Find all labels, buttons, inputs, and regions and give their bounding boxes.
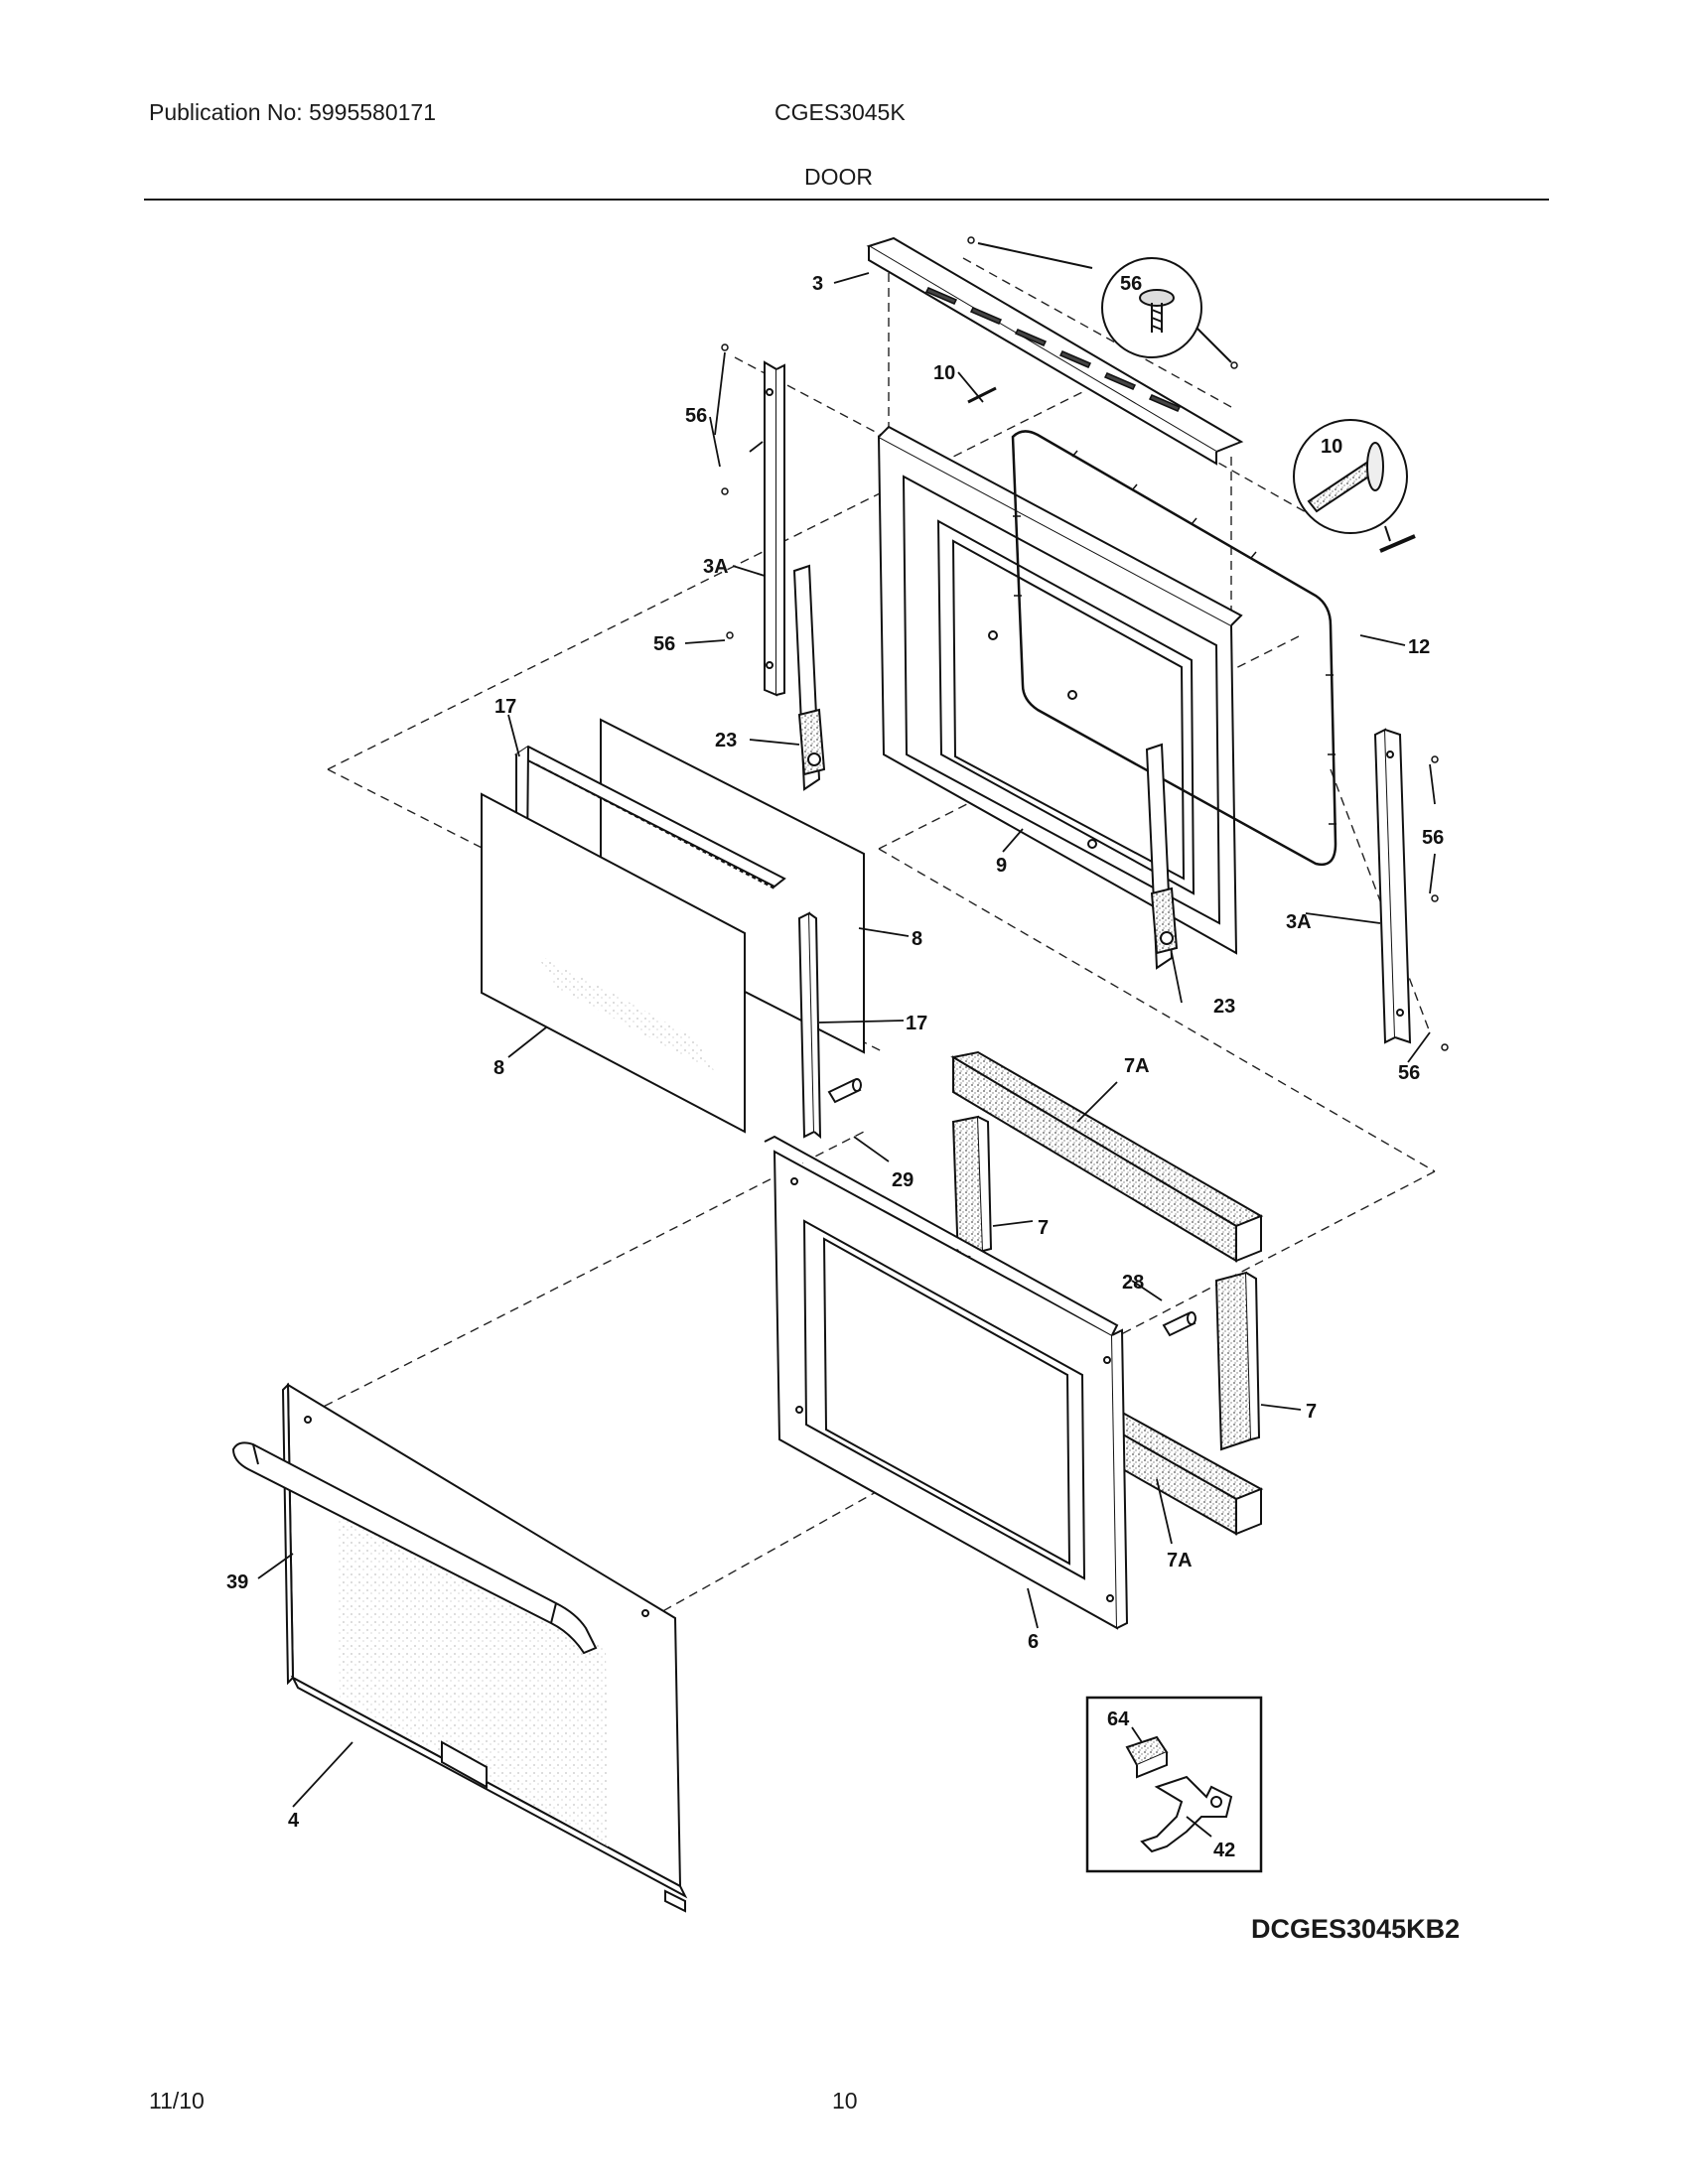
callout-7-a: 7 <box>1038 1217 1049 1239</box>
callout-10-detail: 10 <box>1321 436 1342 458</box>
callout-64: 64 <box>1107 1708 1130 1730</box>
callout-56-a: 56 <box>685 405 707 427</box>
footer-page-number: 10 <box>832 2088 858 2114</box>
callout-3: 3 <box>812 273 823 295</box>
callout-28: 28 <box>1122 1272 1144 1294</box>
callout-56-detail: 56 <box>1120 273 1142 295</box>
right-hinge <box>1145 743 1179 970</box>
publication-number: Publication No: 5995580171 <box>149 99 437 125</box>
footer-date: 11/10 <box>149 2088 205 2114</box>
door-frame <box>764 1135 1129 1630</box>
inner-glass-rear <box>600 718 865 1054</box>
outer-door-panel <box>281 1382 688 1913</box>
pin-detail-circle <box>1293 419 1416 553</box>
door-handle <box>231 1441 598 1655</box>
callout-labels: 3 56 10 10 56 3A 56 12 17 23 56 9 3A 8 1… <box>226 273 1444 1861</box>
glass-spacer-right <box>797 911 822 1140</box>
callout-17-b: 17 <box>906 1013 927 1034</box>
callout-7a-a: 7A <box>1124 1055 1150 1077</box>
callout-7-b: 7 <box>1306 1401 1317 1423</box>
top-vent-trim <box>866 236 1244 466</box>
door-gasket <box>1011 430 1337 867</box>
inner-glass-front <box>481 792 746 1134</box>
model-number: CGES3045K <box>774 99 906 125</box>
insulation-right <box>1214 1271 1261 1451</box>
inset-detail-box <box>1085 1696 1263 1873</box>
callout-6: 6 <box>1028 1631 1039 1653</box>
header-rule <box>144 199 1549 201</box>
callout-10-a: 10 <box>933 362 955 384</box>
right-side-trim <box>1373 728 1412 1044</box>
callout-29: 29 <box>892 1169 914 1191</box>
section-title: DOOR <box>804 164 873 190</box>
callout-39: 39 <box>226 1571 248 1593</box>
screws <box>721 236 1449 1051</box>
spacer-pin-28 <box>1162 1311 1196 1337</box>
callout-9: 9 <box>996 855 1007 877</box>
callout-23-b: 23 <box>1213 996 1235 1018</box>
callout-17-a: 17 <box>494 696 516 718</box>
callout-4: 4 <box>288 1810 300 1832</box>
callout-3a-a: 3A <box>703 556 729 578</box>
insulation-left <box>951 1115 993 1263</box>
diagram-code: DCGES3045KB2 <box>1251 1914 1461 1944</box>
callout-8-a: 8 <box>912 928 922 950</box>
callout-12: 12 <box>1408 636 1430 658</box>
callout-23-a: 23 <box>715 730 737 751</box>
callout-8-b: 8 <box>493 1057 504 1079</box>
callout-56-d: 56 <box>1398 1062 1420 1084</box>
callout-56-b: 56 <box>653 633 675 655</box>
spacer-pin-29 <box>827 1078 862 1104</box>
callout-7a-b: 7A <box>1167 1550 1193 1571</box>
callout-42: 42 <box>1213 1840 1235 1861</box>
left-hinge <box>792 564 826 791</box>
leader-lines <box>257 272 1436 1838</box>
left-side-trim <box>764 360 785 697</box>
inner-door-liner <box>877 425 1243 955</box>
callout-3a-b: 3A <box>1286 911 1312 933</box>
screw-detail-circle <box>977 242 1232 363</box>
callout-56-c: 56 <box>1422 827 1444 849</box>
insulation-top <box>950 1050 1264 1263</box>
